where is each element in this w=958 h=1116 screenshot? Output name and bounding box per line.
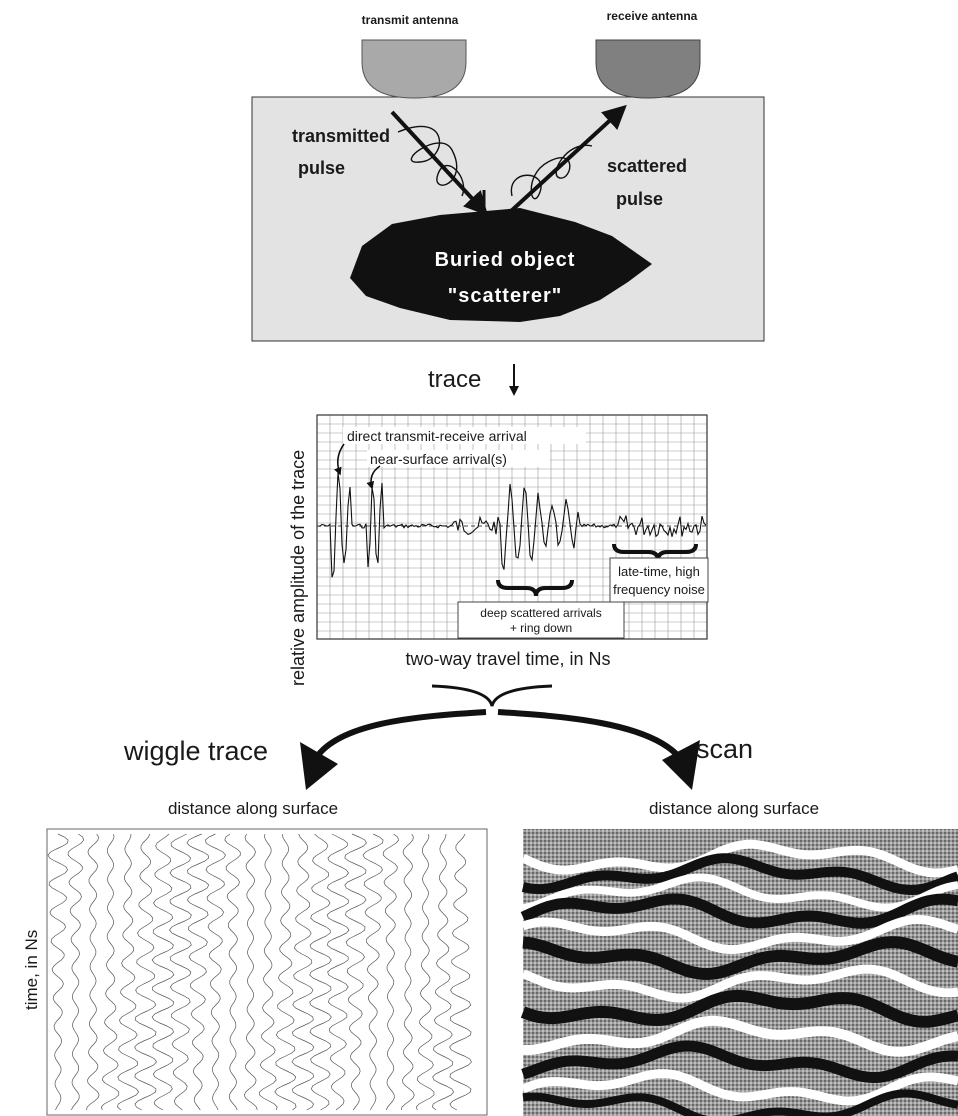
scan-band bbox=[521, 839, 958, 878]
wiggle-x-axis-label: distance along surface bbox=[168, 799, 338, 818]
scan-band bbox=[520, 893, 958, 929]
scattered-pulse-arrow bbox=[508, 104, 627, 214]
scan-band bbox=[522, 936, 958, 981]
wiggle-trace bbox=[86, 833, 100, 1111]
receive-antenna bbox=[595, 39, 701, 99]
wiggle-trace bbox=[100, 833, 120, 1111]
receive-antenna-label: receive antenna bbox=[607, 9, 698, 23]
wiggle-panel bbox=[46, 828, 488, 1116]
scan-band bbox=[521, 1069, 958, 1106]
direct-arrival-label: direct transmit-receive arrival bbox=[347, 428, 527, 444]
wiggle-trace bbox=[116, 833, 140, 1111]
wiggle-trace bbox=[400, 833, 415, 1111]
transmitted-pulse-label-1: transmitted bbox=[292, 126, 390, 146]
wiggle-trace bbox=[186, 833, 210, 1111]
wiggle-trace-title: wiggle trace bbox=[123, 736, 268, 766]
scan-title: scan bbox=[696, 734, 753, 764]
wiggle-trace bbox=[67, 833, 85, 1111]
transmitted-pulse-arrow bbox=[390, 110, 489, 216]
wiggle-trace bbox=[274, 833, 297, 1111]
wiggle-traces bbox=[47, 833, 472, 1111]
wiggle-trace bbox=[151, 833, 175, 1111]
wiggle-trace bbox=[243, 833, 258, 1111]
arrow-to-wiggle bbox=[313, 709, 487, 760]
arrow-to-scan-head bbox=[662, 740, 700, 790]
wiggle-trace bbox=[259, 833, 278, 1111]
wiggle-trace bbox=[224, 833, 241, 1111]
wiggle-trace bbox=[449, 833, 472, 1111]
scan-band bbox=[520, 989, 958, 1028]
near-surface-label: near-surface arrival(s) bbox=[370, 451, 507, 467]
scan-x-axis-label: distance along surface bbox=[649, 799, 819, 818]
direct-arrival-label-box bbox=[343, 427, 586, 444]
trace-y-axis-label: relative amplitude of the trace bbox=[288, 450, 308, 686]
trace-x-axis-label: two-way travel time, in Ns bbox=[405, 649, 610, 669]
scan-band bbox=[522, 1015, 958, 1057]
near-surface-label-box bbox=[367, 450, 550, 467]
scatterer-label: "scatterer" bbox=[448, 285, 562, 307]
wiggle-trace bbox=[291, 833, 315, 1111]
transmitted-pulse-label-2: pulse bbox=[298, 158, 345, 178]
scan-band bbox=[521, 964, 958, 1003]
wiggle-trace bbox=[382, 833, 399, 1111]
scattered-pulse-label-1: scattered bbox=[607, 156, 687, 176]
scan-band bbox=[521, 1040, 958, 1084]
trace-heading: trace bbox=[428, 366, 481, 393]
scattered-pulse-label-2: pulse bbox=[616, 189, 663, 209]
trace-plot-frame bbox=[316, 414, 708, 640]
buried-object-label: Buried object bbox=[435, 249, 576, 271]
split-brace bbox=[431, 684, 553, 707]
wiggle-trace bbox=[344, 833, 367, 1111]
buried-object bbox=[350, 208, 652, 322]
transmitted-pulse-wave bbox=[397, 125, 465, 197]
near-surface-pointer bbox=[366, 465, 381, 490]
scan-band bbox=[522, 873, 958, 913]
wiggle-trace bbox=[47, 833, 69, 1111]
wiggle-trace bbox=[326, 833, 350, 1111]
direct-arrival-pointer bbox=[334, 443, 345, 476]
deep-arrivals-label-2: + ring down bbox=[510, 621, 572, 635]
transmit-antenna bbox=[361, 39, 467, 99]
scan-band bbox=[521, 853, 958, 896]
wiggle-trace bbox=[415, 833, 435, 1111]
deep-arrivals-brace bbox=[496, 579, 574, 597]
wiggle-trace bbox=[134, 833, 157, 1111]
wiggle-trace bbox=[169, 833, 192, 1111]
arrow-to-wiggle-head bbox=[300, 742, 338, 790]
trace-waveform bbox=[317, 472, 707, 578]
deep-arrivals-label-box bbox=[457, 601, 625, 639]
scattered-pulse-wave bbox=[510, 144, 593, 200]
late-noise-label-1: late-time, high bbox=[618, 564, 700, 579]
scan-band bbox=[521, 914, 958, 955]
scan-bands bbox=[520, 839, 958, 1116]
wiggle-trace bbox=[362, 833, 384, 1111]
wiggle-trace bbox=[432, 833, 455, 1111]
late-noise-label-box bbox=[609, 557, 709, 603]
wiggle-trace bbox=[309, 833, 332, 1111]
deep-arrivals-label-1: deep scattered arrivals bbox=[480, 606, 601, 620]
wiggle-trace bbox=[205, 833, 226, 1111]
arrow-to-scan bbox=[497, 709, 683, 761]
late-noise-label-2: frequency noise bbox=[613, 582, 705, 597]
transmit-antenna-label: transmit antenna bbox=[362, 13, 459, 27]
wiggle-y-axis-label: time, in Ns bbox=[22, 930, 41, 1010]
scan-band bbox=[522, 1089, 958, 1116]
